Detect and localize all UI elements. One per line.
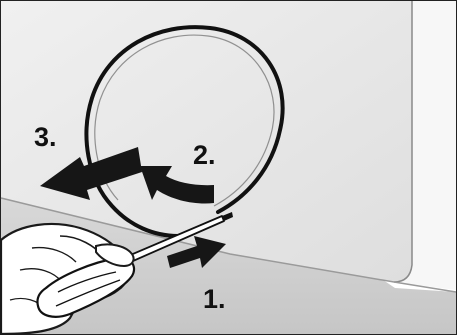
step-1-label: 1.: [203, 284, 226, 314]
step-2-label: 2.: [193, 140, 216, 170]
step-3-label: 3.: [34, 122, 57, 152]
